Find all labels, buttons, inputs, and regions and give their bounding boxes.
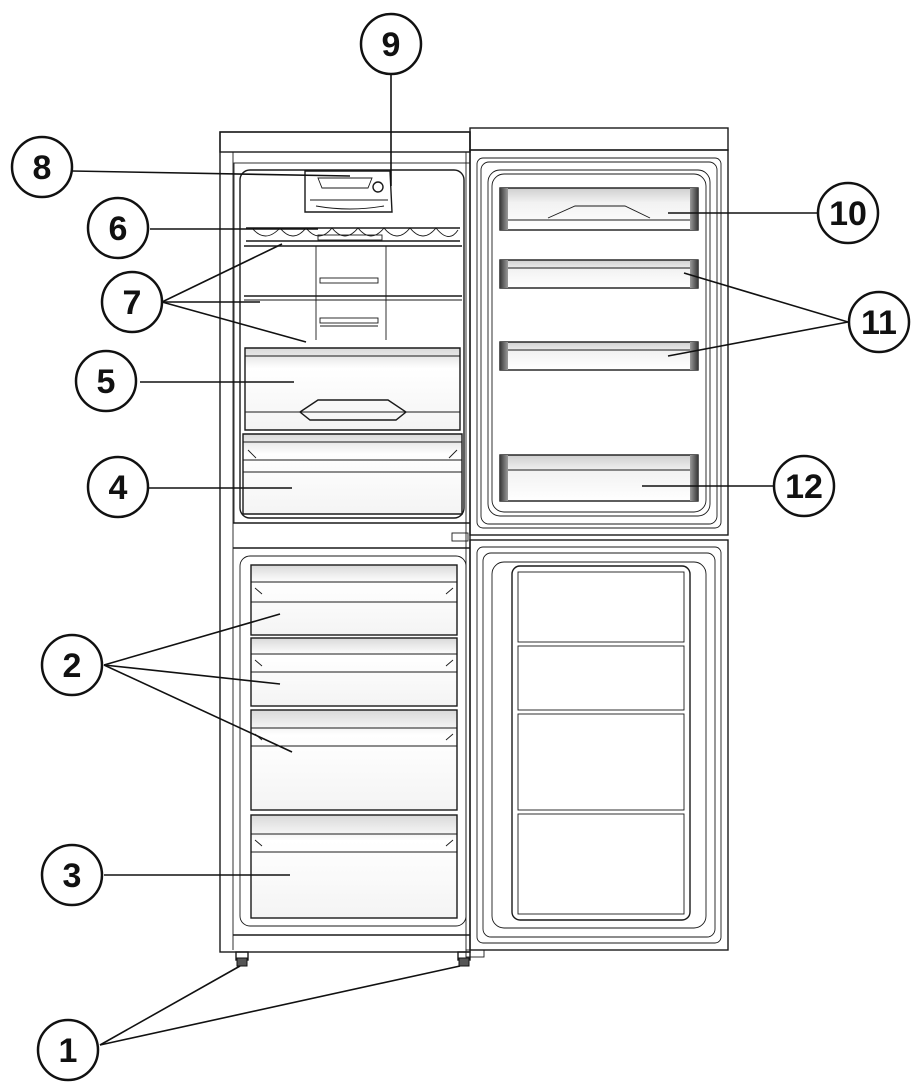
door-shelf-1 — [499, 259, 699, 289]
callout-2: 2 — [40, 633, 104, 697]
callout-8-label: 8 — [33, 149, 52, 187]
callout-10-label: 10 — [829, 195, 867, 233]
callout-6: 6 — [86, 196, 150, 260]
callout-4: 4 — [86, 455, 150, 519]
door-bottle-shelf — [499, 454, 699, 502]
bottle-rack — [246, 227, 460, 242]
door-shelf-2 — [499, 341, 699, 371]
callout-9: 9 — [359, 12, 423, 76]
callout-8: 8 — [10, 135, 74, 199]
thermostat-light-unit — [304, 170, 393, 213]
glass-shelves — [244, 245, 462, 340]
callout-5: 5 — [74, 349, 138, 413]
compartment-divider — [233, 522, 470, 549]
freezer-drawer-3 — [250, 709, 458, 811]
callout-9-label: 9 — [382, 26, 401, 64]
callout-6-label: 6 — [109, 210, 128, 248]
callout-10: 10 — [816, 181, 880, 245]
freezer-compartment — [239, 555, 467, 927]
freezer-drawer-4 — [250, 814, 458, 919]
callout-3-label: 3 — [63, 857, 82, 895]
callout-11: 11 — [847, 290, 911, 354]
callout-4-label: 4 — [109, 469, 128, 507]
freezer-drawer-1 — [250, 564, 458, 636]
crisper-drawer-upper — [244, 347, 461, 431]
callout-1: 1 — [36, 1018, 100, 1082]
callout-7: 7 — [100, 270, 164, 334]
callout-11-label: 11 — [861, 304, 897, 342]
callout-3: 3 — [40, 843, 104, 907]
callout-2-label: 2 — [63, 647, 82, 685]
door-dairy-compartment — [499, 187, 699, 231]
leader-lines — [71, 72, 849, 1046]
callout-12-label: 12 — [785, 468, 823, 506]
callout-1-label: 1 — [59, 1032, 78, 1070]
callout-12: 12 — [772, 454, 836, 518]
base-and-feet — [233, 934, 471, 967]
freezer-drawer-2 — [250, 637, 458, 707]
callout-7-label: 7 — [123, 284, 142, 322]
freezer-door — [465, 539, 729, 958]
fridge-door — [451, 127, 729, 542]
crisper-drawer-lower — [242, 433, 463, 515]
callout-5-label: 5 — [97, 363, 116, 401]
